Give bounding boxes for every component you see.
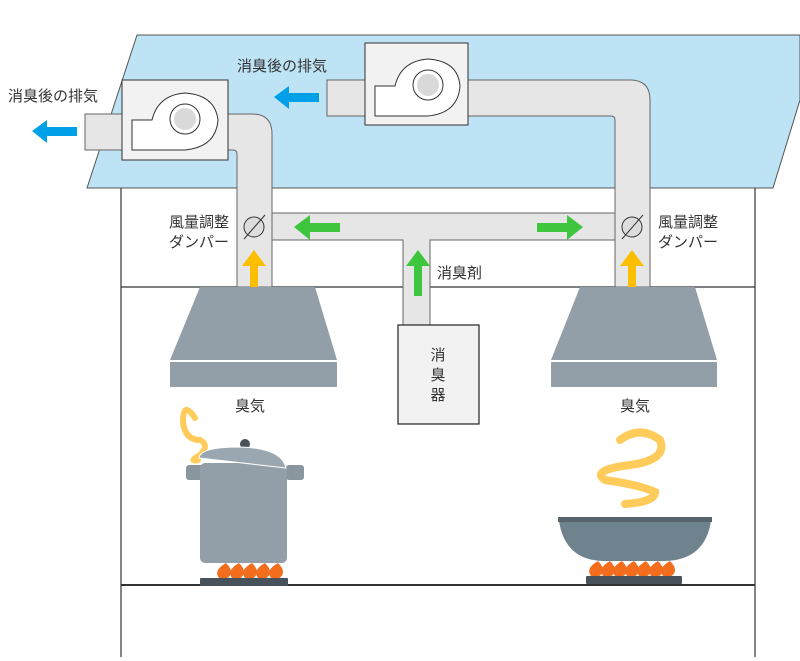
left-burner [200, 578, 288, 586]
right-burner [586, 576, 682, 584]
deodorant-arrow-left [294, 215, 340, 240]
right-exhaust-fan [364, 42, 469, 126]
left-burner-flames [217, 563, 283, 579]
deodorant-arrow-up [406, 250, 430, 296]
damper-label-right-1: 風量調整 [658, 213, 718, 231]
deodorant-arrow-right [537, 215, 583, 240]
left-exhaust-fan [121, 79, 229, 161]
damper-right-icon [621, 214, 644, 240]
damper-label-left-1: 風量調整 [169, 213, 229, 231]
deodorizer-char-1: 消 [430, 346, 445, 364]
exhaust-arrow-left [32, 120, 77, 143]
damper-label-left-2: ダンパー [169, 233, 229, 251]
exhaust-label-right: 消臭後の排気 [237, 57, 327, 75]
odor-arrow-left [242, 250, 266, 287]
deodorizer-box [397, 324, 480, 425]
odor-smoke-right [596, 428, 666, 508]
damper-label-right-2: ダンパー [658, 233, 718, 251]
right-burner-flames [589, 561, 675, 577]
odor-label-right: 臭気 [620, 397, 650, 415]
deodorizer-char-3: 器 [430, 386, 445, 404]
odor-label-left: 臭気 [235, 397, 265, 415]
right-range-hood [551, 287, 717, 387]
left-range-hood [170, 287, 337, 387]
wok [558, 517, 712, 561]
exhaust-label-left: 消臭後の排気 [8, 87, 98, 105]
deodorant-label: 消臭剤 [437, 264, 482, 282]
stock-pot [186, 439, 304, 563]
damper-left-icon [243, 214, 266, 240]
left-exhaust-stub [84, 113, 124, 151]
odor-smoke-left [179, 407, 208, 464]
right-exhaust-stub [326, 79, 368, 117]
exhaust-arrow-right [274, 86, 319, 109]
odor-arrow-right [620, 250, 644, 287]
deodorizer-char-2: 臭 [430, 366, 445, 384]
